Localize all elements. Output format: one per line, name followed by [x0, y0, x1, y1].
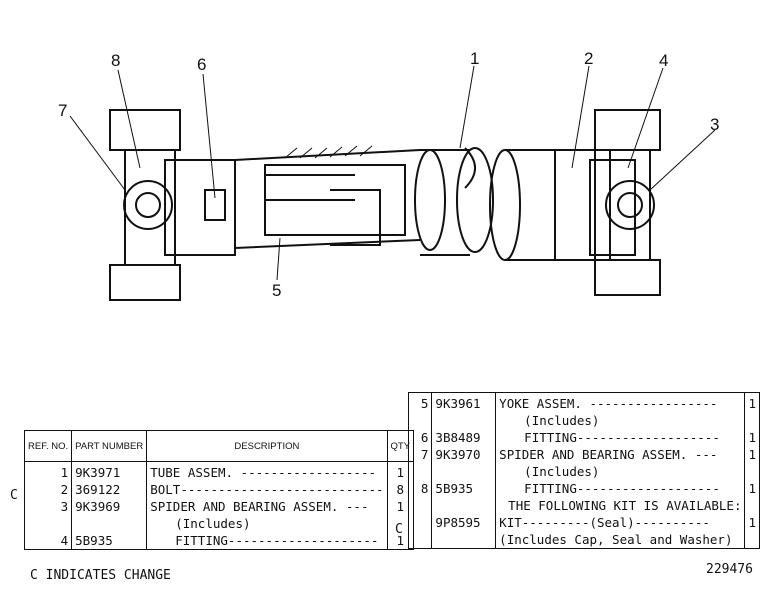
table-row: 4 5B935 FITTING-------------------- 1: [24, 532, 414, 550]
table-row: 3 9K3969 SPIDER AND BEARING ASSEM. --- 1: [24, 498, 414, 515]
callout-2: 2: [584, 49, 594, 68]
table-row: 2 369122 BOLT---------------------------…: [24, 481, 414, 498]
table-row: (Includes): [408, 463, 760, 480]
table-row: (Includes Cap, Seal and Washer): [408, 531, 760, 549]
table-row: (Includes): [24, 515, 414, 532]
table-row: 5 9K3961 YOKE ASSEM. ----------------- 1: [408, 392, 760, 412]
table-row: THE FOLLOWING KIT IS AVAILABLE:: [408, 497, 760, 514]
table-row: 9P8595 KIT---------(Seal)---------- 1: [408, 514, 760, 531]
change-mark: C: [10, 488, 18, 503]
callout-1: 1: [470, 49, 480, 68]
driveshaft-illustration: [69, 65, 716, 301]
header-ref: REF. NO.: [24, 430, 73, 462]
callout-5: 5: [272, 281, 282, 300]
table-row: 6 3B8489 FITTING------------------- 1: [408, 429, 760, 446]
parts-table-left: REF. NO. PART NUMBER DESCRIPTION QTY 1 9…: [24, 430, 415, 550]
parts-table-right: 5 9K3961 YOKE ASSEM. ----------------- 1…: [408, 392, 760, 549]
callout-6: 6: [197, 55, 207, 74]
callout-8: 8: [111, 51, 121, 70]
change-mark: C: [395, 522, 403, 537]
callout-4: 4: [659, 51, 669, 70]
change-legend: C INDICATES CHANGE: [30, 568, 171, 583]
table-row: 8 5B935 FITTING------------------- 1: [408, 480, 760, 497]
illustration-number: 229476: [706, 562, 753, 577]
table-row: 1 9K3971 TUBE ASSEM. ------------------ …: [24, 461, 414, 481]
header-part: PART NUMBER: [71, 430, 148, 462]
header-description: DESCRIPTION: [146, 430, 388, 462]
table-row: (Includes): [408, 412, 760, 429]
table-row: 7 9K3970 SPIDER AND BEARING ASSEM. --- 1: [408, 446, 760, 463]
callout-3: 3: [710, 115, 720, 134]
callout-7: 7: [58, 101, 68, 120]
